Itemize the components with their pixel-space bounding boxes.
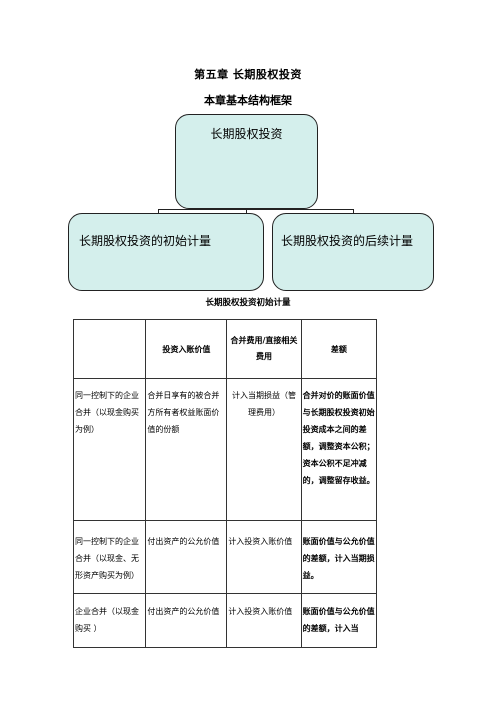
diagram-root-node: 长期股权投资 — [175, 114, 318, 209]
table-cell: 账面价值与公允价值的差额，计入当 — [300, 593, 378, 648]
connector-right-drop — [353, 209, 354, 213]
connector-left-drop — [158, 209, 159, 213]
connector-vertical — [246, 209, 247, 213]
connector-horizontal — [158, 209, 353, 210]
table-cell: 计入投资入账价值 — [226, 593, 302, 648]
table-row: 企业合并（以现金购买 ） 付出资产的公允价值 计入投资入账价值 账面价值与公允价… — [72, 593, 378, 648]
table-caption: 长期股权投资初始计量 — [205, 298, 291, 308]
table-cell: 同一控制下的企业合并（以现金、无形资产购买为例） — [72, 520, 147, 594]
table-cell: 付出资产的公允价值 — [145, 520, 228, 594]
table-header-row: 投资入账价值 合并费用/直接相关费用 差额 — [72, 319, 378, 379]
page-subtitle: 本章基本结构框架 — [204, 94, 292, 107]
table-cell: 计入投资入账价值 — [226, 520, 302, 594]
table-cell: 合并日享有的被合并方所有者权益账面价值的份额 — [145, 378, 228, 521]
table-cell: 同一控制下的企业合并（以现金购买为例） — [72, 378, 147, 521]
table-header-cell: 投资入账价值 — [145, 319, 228, 379]
table-cell: 计入当期损益（管理费用） — [226, 378, 302, 521]
initial-measurement-table: 投资入账价值 合并费用/直接相关费用 差额 同一控制下的企业合并（以现金购买为例… — [72, 319, 378, 648]
table-cell: 企业合并（以现金购买 ） — [72, 593, 147, 648]
table-cell: 付出资产的公允价值 — [145, 593, 228, 648]
table-row: 同一控制下的企业合并（以现金购买为例） 合并日享有的被合并方所有者权益账面价值的… — [72, 378, 378, 521]
table-header-cell: 合并费用/直接相关费用 — [226, 319, 302, 379]
table-header-cell: 差额 — [300, 319, 378, 379]
diagram-node-initial-measurement: 长期股权投资的初始计量 — [68, 213, 264, 291]
page-title: 第五章 长期股权投资 — [194, 68, 302, 81]
table-cell: 合并对价的账面价值与长期股权投资初始投资成本之间的差额，调整资本公积；资本公积不… — [300, 378, 378, 521]
table-header-cell — [72, 319, 147, 379]
table-cell: 账面价值与公允价值的差额，计入当期损益。 — [300, 520, 378, 594]
diagram-node-subsequent-measurement: 长期股权投资的后续计量 — [272, 213, 434, 291]
table-row: 同一控制下的企业合并（以现金、无形资产购买为例） 付出资产的公允价值 计入投资入… — [72, 520, 378, 594]
